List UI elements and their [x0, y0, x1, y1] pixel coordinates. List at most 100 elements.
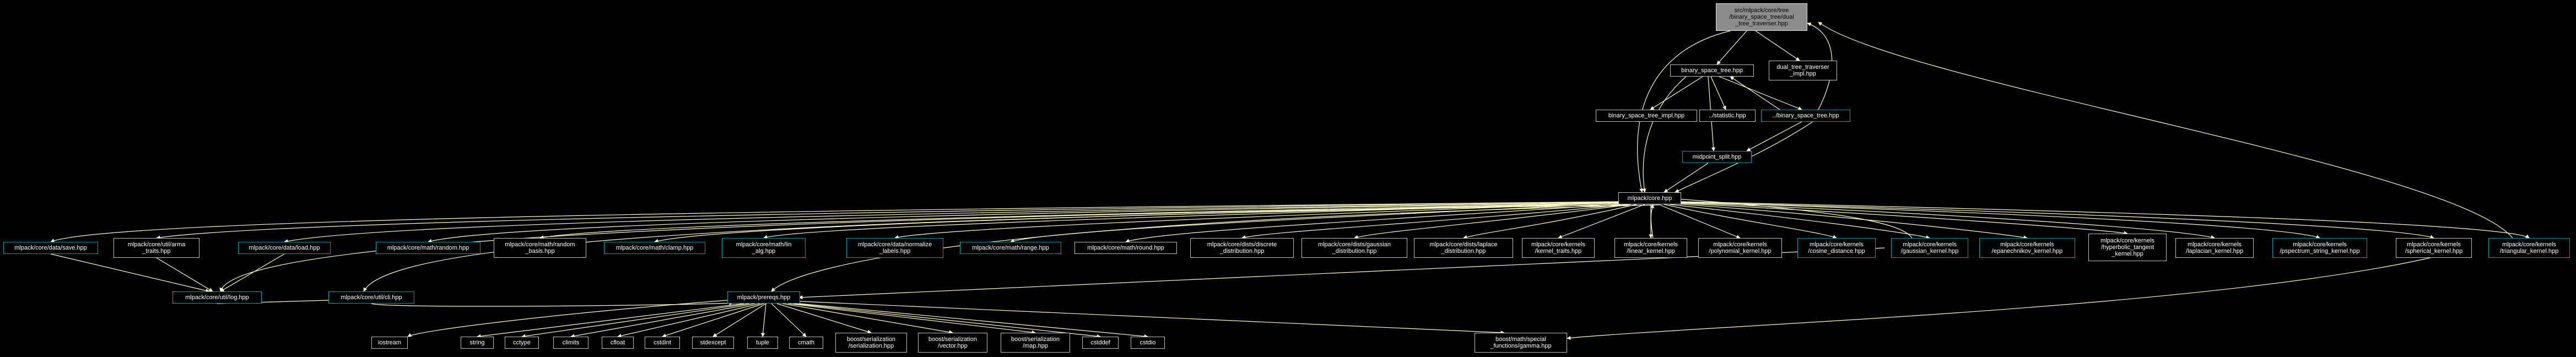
dependency-edge: [1719, 76, 1802, 110]
dependency-edge: [798, 303, 1148, 338]
dependency-edge: [1558, 204, 1645, 239]
node-math-lin-alg[interactable]: mlpack/core/math/lin _alg.hpp: [722, 238, 806, 258]
node-fwd-binary-space-tree[interactable]: ../binary_space_tree.hpp: [1761, 110, 1850, 122]
dependency-edge: [1675, 121, 1813, 193]
dependency-edge: [1664, 163, 1709, 193]
dependency-edge: [1730, 76, 1780, 110]
dependency-edge: [1642, 76, 1687, 193]
dependency-edge: [1679, 203, 2128, 235]
dependency-edge: [1755, 30, 1800, 61]
node-iostream[interactable]: iostream: [371, 337, 408, 349]
node-prereqs[interactable]: mlpack/prereqs.hpp: [727, 291, 800, 304]
node-dists-gaussian[interactable]: mlpack/core/dists/gaussian _distribution…: [1301, 238, 1407, 258]
node-climits[interactable]: climits: [553, 337, 588, 349]
dependency-edge: [1807, 22, 1833, 110]
dependency-edge: [1680, 202, 2434, 239]
dependency-edge: [570, 303, 755, 338]
dependency-edge: [371, 301, 733, 307]
node-boost-serialization[interactable]: boost/serialization /serialization.hpp: [835, 333, 907, 353]
node-kernels-epanechnikov[interactable]: mlpack/core/kernels /epanechnikov_kernel…: [1979, 238, 2075, 258]
node-cstddef[interactable]: cstddef: [1082, 337, 1119, 349]
node-boost-vector[interactable]: boost/serialization /vector.hpp: [918, 333, 987, 353]
dependency-edge: [1716, 30, 1747, 65]
node-kernels-cosine-distance[interactable]: mlpack/core/kernels /cosine_distance.hpp: [1797, 238, 1876, 258]
dependency-edge: [1658, 204, 1741, 239]
dependency-edge: [428, 202, 1621, 243]
dependency-edge: [1746, 121, 1802, 152]
dependency-edge: [1669, 204, 1930, 240]
dependency-edge: [800, 301, 1505, 335]
dependency-edge: [1650, 76, 1703, 110]
node-kernels-gaussian[interactable]: mlpack/core/kernels /gaussian_kernel.hpp: [1891, 238, 1968, 258]
dependency-edge: [771, 303, 807, 337]
node-mlpack-core[interactable]: mlpack/core.hpp: [1618, 192, 1681, 204]
node-util-arma-traits[interactable]: mlpack/core/util/arma _traits.hpp: [114, 238, 199, 258]
dependency-edge: [1463, 204, 1637, 239]
dependency-edge: [776, 303, 872, 334]
node-kernels-triangular[interactable]: mlpack/core/kernels /triangular_kernel.h…: [2488, 238, 2570, 258]
node-cfloat[interactable]: cfloat: [602, 337, 634, 349]
dependency-edge: [156, 257, 213, 292]
dependency-edge: [761, 303, 766, 337]
node-kernels-linear[interactable]: mlpack/core/kernels /linear_kernel.hpp: [1614, 238, 1687, 258]
node-math-random[interactable]: mlpack/core/math/random.hpp: [376, 242, 480, 254]
dependency-edge: [156, 201, 1621, 240]
dependency-edge: [407, 300, 728, 337]
dependency-edge: [1650, 204, 1654, 239]
dependency-edge: [1241, 204, 1629, 239]
dependency-edge: [1664, 204, 1837, 239]
dependency-edge: [284, 202, 1621, 244]
node-math-range[interactable]: mlpack/core/math/range.hpp: [960, 242, 1061, 254]
node-boost-gamma[interactable]: boost/math/special _functions/gamma.hpp: [1475, 333, 1567, 353]
node-data-load[interactable]: mlpack/core/data/load.hpp: [238, 242, 331, 254]
node-cctype[interactable]: cctype: [505, 337, 539, 349]
node-boost-map[interactable]: boost/serialization /map.hpp: [1001, 333, 1070, 353]
node-midpoint-split[interactable]: midpoint_split.hpp: [1682, 151, 1752, 163]
node-cmath[interactable]: cmath: [789, 337, 823, 349]
dependency-edge: [539, 202, 1621, 240]
dependency-edge: [1567, 257, 2431, 340]
dependency-edge: [50, 253, 210, 293]
node-stdexcept[interactable]: stdexcept: [692, 337, 734, 349]
node-math-round[interactable]: mlpack/core/math/round.hpp: [1074, 242, 1177, 254]
dependency-edge: [793, 303, 1101, 338]
dependency-edge: [782, 303, 953, 334]
node-dual-tree-traverser[interactable]: src/mlpack/core/tree /binary_space_tree/…: [1716, 3, 1807, 31]
node-util-log[interactable]: mlpack/core/util/log.hpp: [172, 291, 262, 304]
dependency-edge: [1680, 201, 2530, 239]
node-kernels-hyperbolic-tangent[interactable]: mlpack/core/kernels /hyperbolic_tangent …: [2088, 234, 2167, 261]
node-statistic[interactable]: ../statistic.hpp: [1699, 110, 1756, 122]
node-binary-space-tree-impl[interactable]: binary_space_tree_impl.hpp: [1596, 110, 1697, 122]
dependency-edge: [50, 201, 1621, 242]
dependency-edge: [894, 202, 1621, 240]
node-dists-laplace[interactable]: mlpack/core/dists/laplace _distribution.…: [1414, 238, 1513, 258]
node-cstdint[interactable]: cstdint: [645, 337, 680, 349]
node-cstdio[interactable]: cstdio: [1131, 337, 1165, 349]
node-dual-tree-traverser-impl[interactable]: dual_tree_traverser _impl.hpp: [1769, 61, 1837, 80]
node-kernels-kernel-traits[interactable]: mlpack/core/kernels /kernel_traits.hpp: [1522, 238, 1595, 258]
dependency-edge: [363, 204, 1626, 292]
dependency-edge: [617, 303, 761, 338]
node-data-normalize-labels[interactable]: mlpack/core/data/normalize _labels.hpp: [846, 238, 943, 258]
dependency-edge: [1675, 203, 2028, 240]
node-kernels-spherical[interactable]: mlpack/core/kernels /spherical_kernel.hp…: [2396, 238, 2472, 258]
dependency-edge: [1637, 30, 1731, 193]
node-kernels-pspectrum-string[interactable]: mlpack/core/kernels /pspectrum_string_ke…: [2272, 238, 2367, 258]
node-binary-space-tree[interactable]: binary_space_tree.hpp: [1670, 64, 1754, 77]
dependency-edge: [1354, 204, 1632, 239]
node-tuple[interactable]: tuple: [747, 337, 778, 349]
node-math-random-basis[interactable]: mlpack/core/math/random _basis.hpp: [494, 238, 586, 258]
node-data-save[interactable]: mlpack/core/data/save.hpp: [3, 242, 98, 254]
node-math-clamp[interactable]: mlpack/core/math/clamp.hpp: [604, 242, 705, 254]
dependency-edge: [787, 303, 1036, 334]
node-kernels-polynomial[interactable]: mlpack/core/kernels /polynomial_kernel.h…: [1698, 238, 1782, 258]
node-util-cli[interactable]: mlpack/core/util/cli.hpp: [328, 291, 414, 304]
dependency-edge: [1669, 196, 1913, 239]
node-kernels-laplacian[interactable]: mlpack/core/kernels /laplacian_kernel.hp…: [2175, 238, 2254, 258]
dependency-edge: [521, 303, 750, 338]
dependency-edge: [1818, 21, 2513, 239]
node-dists-discrete[interactable]: mlpack/core/dists/discrete _distribution…: [1190, 238, 1294, 258]
node-string[interactable]: string: [461, 337, 494, 349]
